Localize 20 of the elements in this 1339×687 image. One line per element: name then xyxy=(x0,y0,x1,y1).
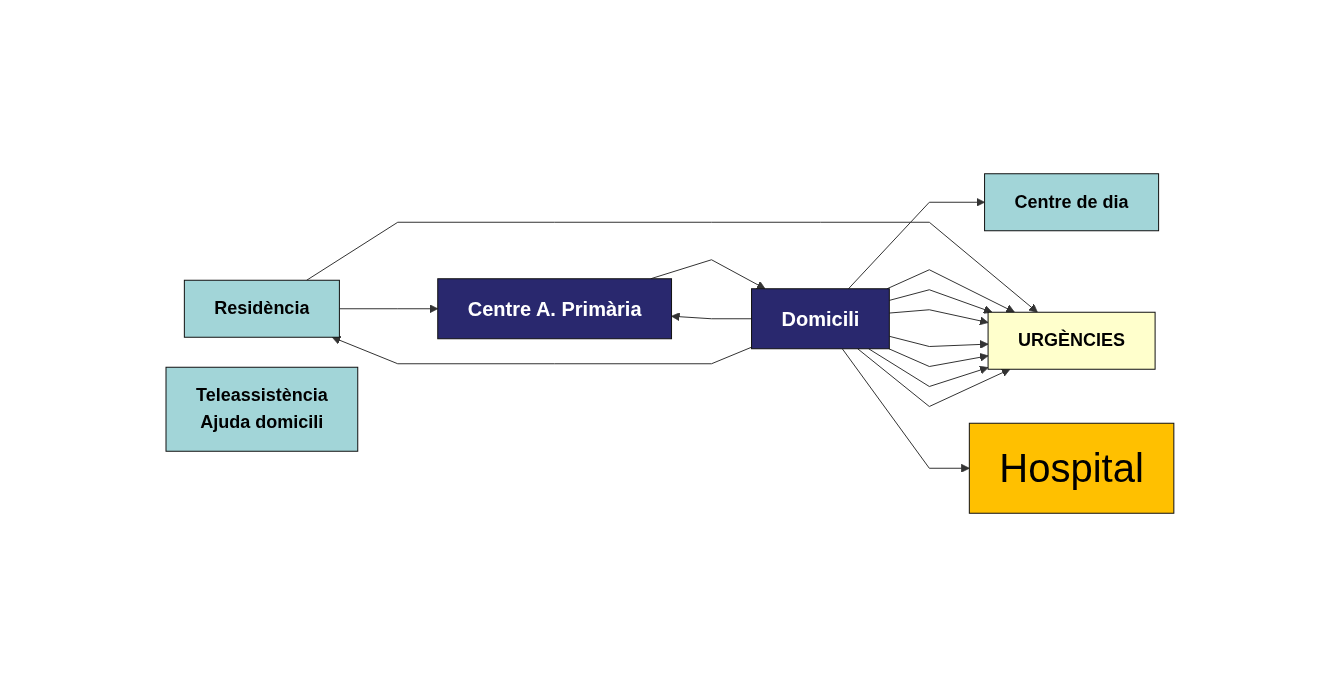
arrow xyxy=(331,336,752,365)
node-box: Centre A. Primària xyxy=(436,278,672,340)
arrow xyxy=(856,348,1010,407)
arrow xyxy=(867,348,989,387)
arrow xyxy=(305,221,1038,313)
node-box: Domicili xyxy=(750,288,890,350)
arrow xyxy=(338,304,438,314)
arrow xyxy=(841,348,970,473)
node-box: Centre de dia xyxy=(983,173,1159,232)
arrow xyxy=(887,348,989,367)
node-box: Residència xyxy=(183,279,340,338)
arrow xyxy=(886,269,1015,313)
node-box: URGÈNCIES xyxy=(987,311,1156,370)
arrow xyxy=(670,312,752,322)
node-box: Hospital xyxy=(968,422,1174,514)
arrow xyxy=(888,289,993,314)
arrow xyxy=(888,335,989,349)
arrow xyxy=(888,309,989,326)
node-box: Teleassistència Ajuda domicili xyxy=(165,366,358,452)
arrow xyxy=(847,197,985,290)
